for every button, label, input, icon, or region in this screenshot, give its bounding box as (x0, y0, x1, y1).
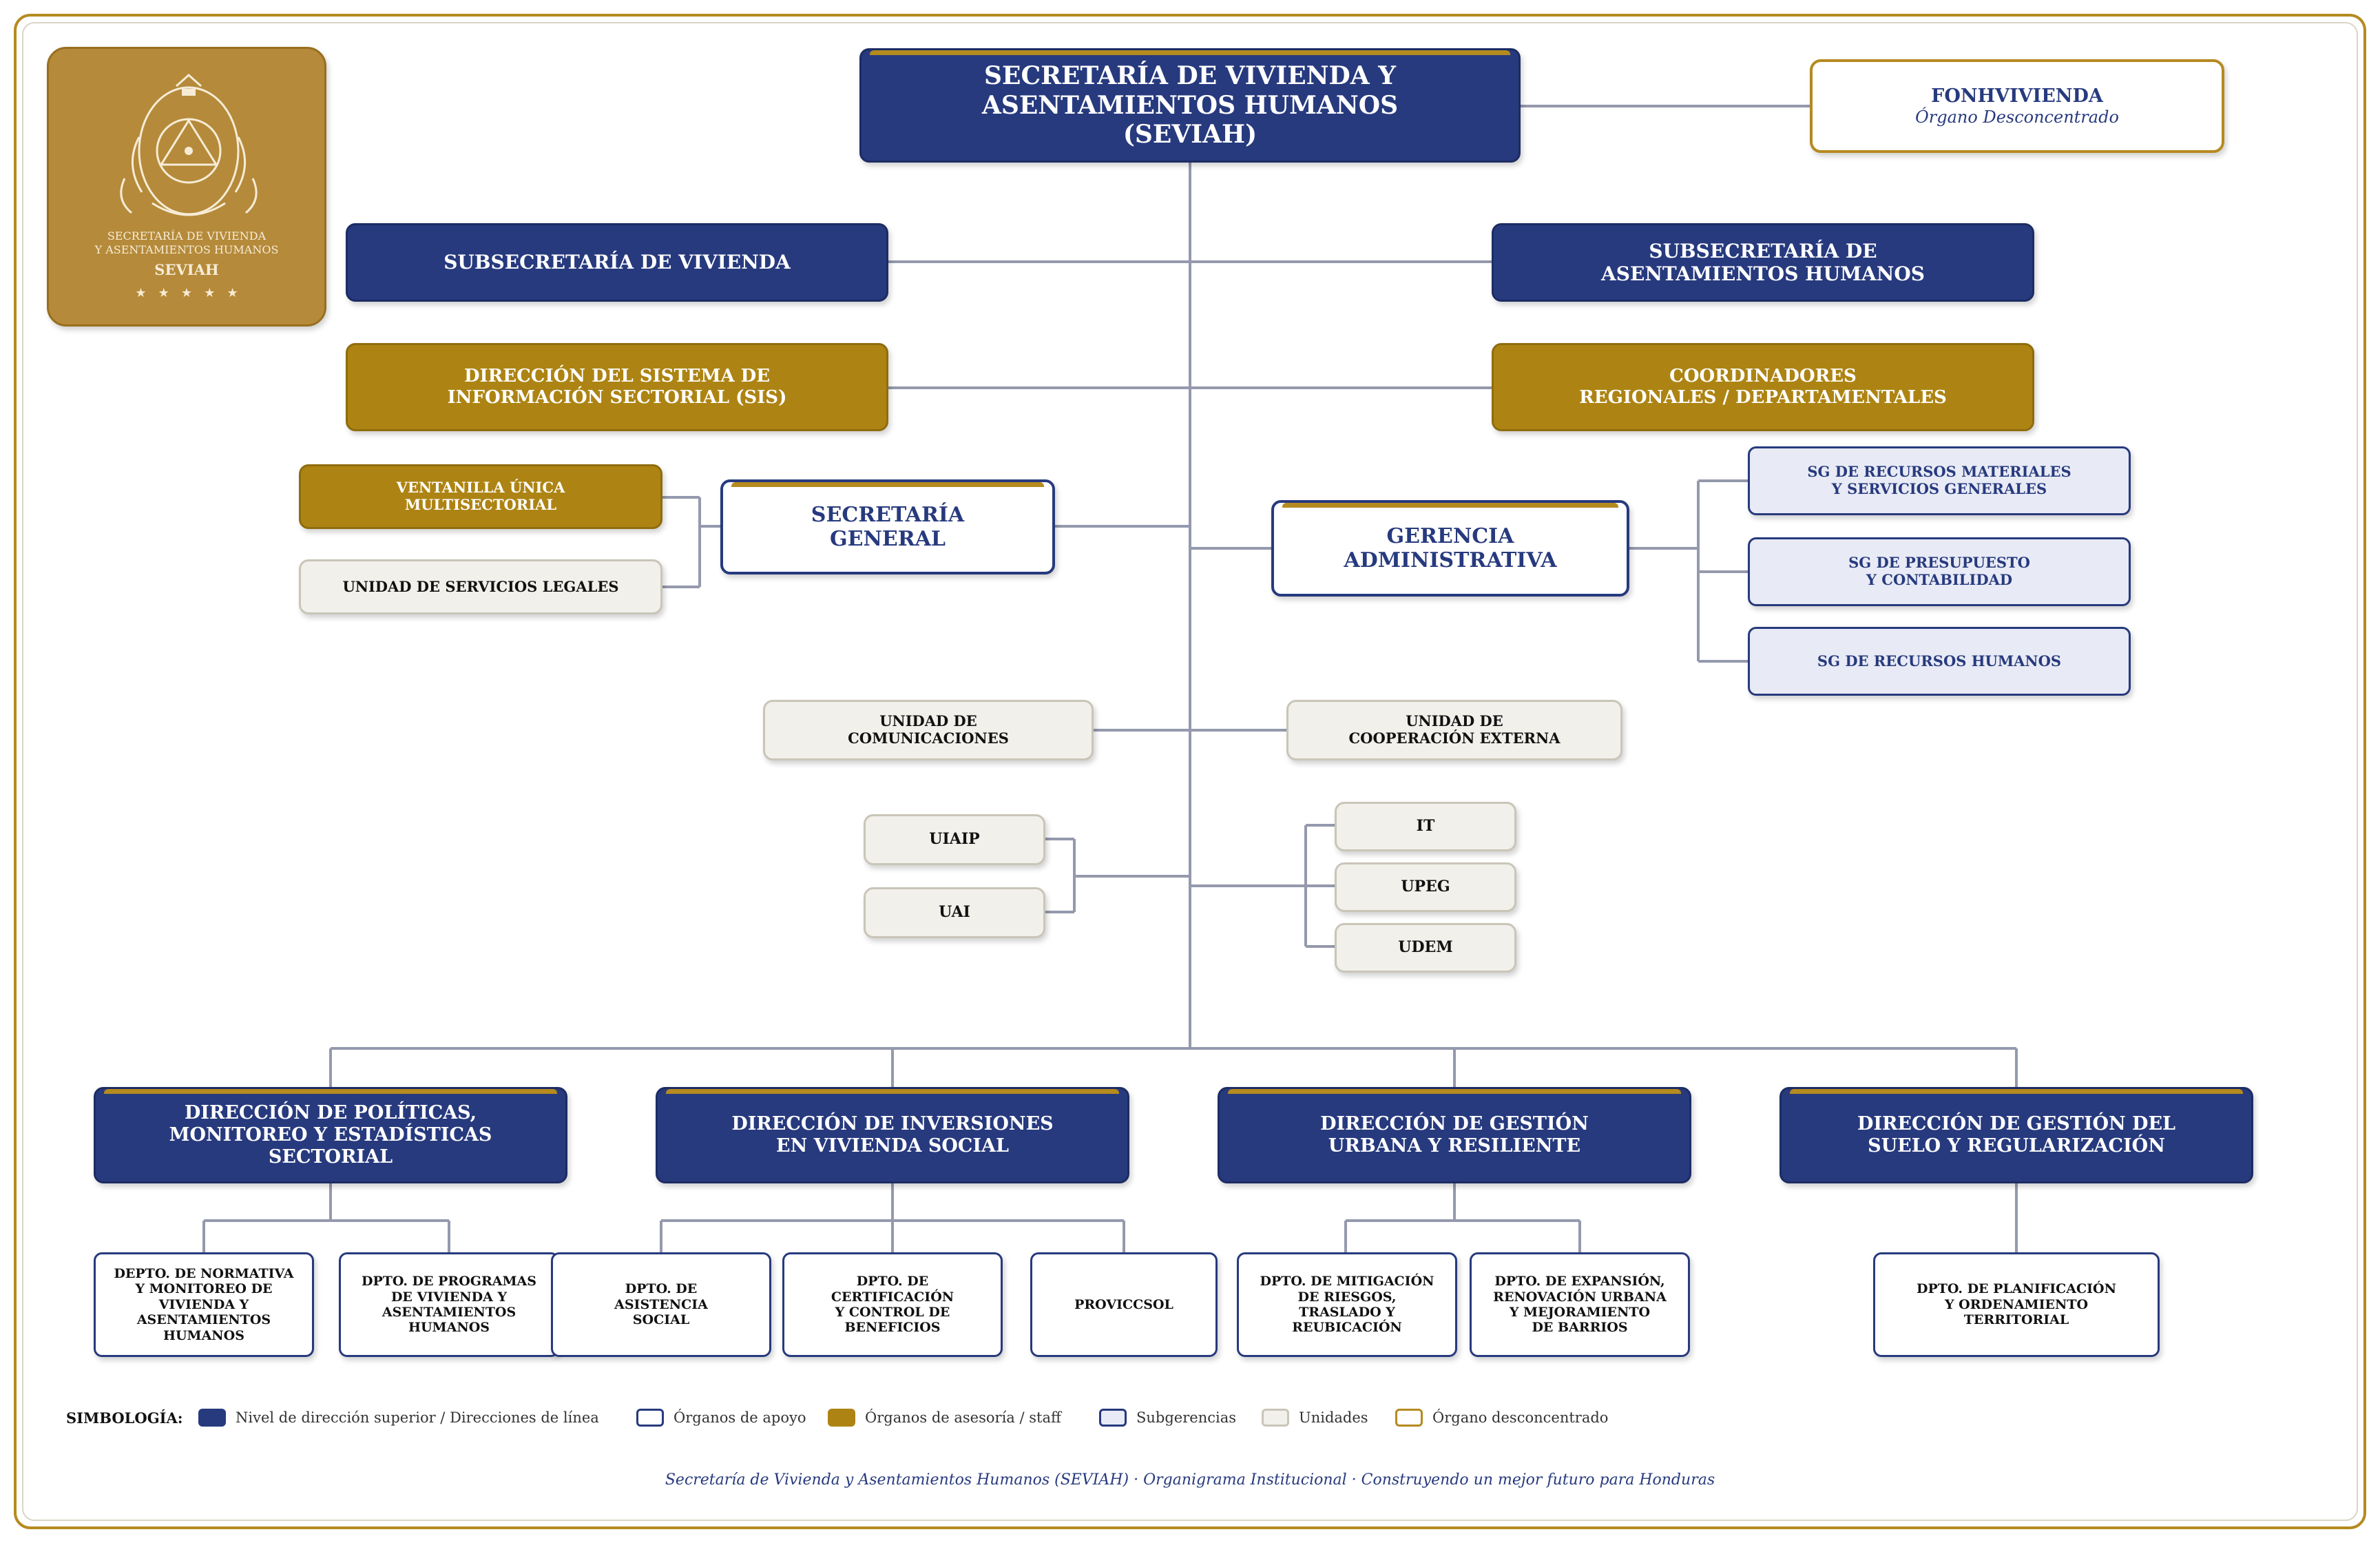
udem-label: UDEM (1398, 938, 1453, 957)
fonhvivienda-name: FONHVIVIENDA (1931, 85, 2103, 107)
it-label: IT (1416, 817, 1435, 836)
inner-frame (22, 22, 2358, 1521)
upeg-label: UPEG (1401, 878, 1450, 896)
department-label: DPTO. DE PROGRAMAS DE VIVIENDA Y ASENTAM… (361, 1274, 537, 1336)
subgerencia-label: SG DE RECURSOS HUMANOS (1817, 652, 2062, 670)
logo-line-2: Y ASENTAMIENTOS HUMANOS (94, 243, 279, 256)
legend-item: Órgano desconcentrado (1395, 1405, 1608, 1430)
coordinadores-box[interactable]: COORDINADORES REGIONALES / DEPARTAMENTAL… (1492, 343, 2034, 431)
outer-frame (14, 14, 2366, 1529)
it-box[interactable]: IT (1335, 802, 1516, 851)
coordinadores-label: COORDINADORES REGIONALES / DEPARTAMENTAL… (1579, 366, 1947, 408)
department-box[interactable]: DPTO. DE EXPANSIÓN, RENOVACIÓN URBANA Y … (1470, 1252, 1690, 1357)
legend-item: Unidades (1262, 1405, 1368, 1430)
legend-item-label: Subgerencias (1136, 1409, 1236, 1426)
department-label: DPTO. DE EXPANSIÓN, RENOVACIÓN URBANA Y … (1493, 1274, 1667, 1336)
direction-box[interactable]: DIRECCIÓN DE GESTIÓN URBANA Y RESILIENTE (1218, 1087, 1691, 1183)
department-box[interactable]: DPTO. DE PLANIFICACIÓN Y ORDENAMIENTO TE… (1873, 1252, 2160, 1357)
logo-acronym: SEVIAH (154, 261, 219, 278)
subsecretaria-asentamientos-box[interactable]: SUBSECRETARÍA DE ASENTAMIENTOS HUMANOS (1492, 223, 2034, 302)
comunicaciones-box[interactable]: UNIDAD DE COMUNICACIONES (763, 700, 1094, 760)
coat-of-arms-icon (120, 73, 258, 216)
fonhvivienda-subtitle: Órgano Desconcentrado (1915, 107, 2119, 127)
direction-label: DIRECCIÓN DE GESTIÓN URBANA Y RESILIENTE (1320, 1113, 1589, 1157)
subsecretaria-asentamientos-label: SUBSECRETARÍA DE ASENTAMIENTOS HUMANOS (1601, 239, 1925, 285)
seviah-title: SECRETARÍA DE VIVIENDA Y ASENTAMIENTOS H… (981, 61, 1399, 149)
subgerencia-item[interactable]: SG DE PRESUPUESTO Y CONTABILIDAD (1748, 537, 2131, 606)
footer-caption: Secretaría de Vivienda y Asentamientos H… (665, 1471, 1715, 1489)
direction-box[interactable]: DIRECCIÓN DE INVERSIONES EN VIVIENDA SOC… (656, 1087, 1129, 1183)
seviah-logo: SECRETARÍA DE VIVIENDA Y ASENTAMIENTOS H… (47, 47, 326, 327)
uiaip-box[interactable]: UIAIP (864, 814, 1045, 865)
cooperacion-externa-box[interactable]: UNIDAD DE COOPERACIÓN EXTERNA (1286, 700, 1622, 760)
cooperacion-externa-label: UNIDAD DE COOPERACIÓN EXTERNA (1348, 712, 1560, 747)
uai-label: UAI (939, 903, 970, 922)
sis-direction-box[interactable]: DIRECCIÓN DEL SISTEMA DE INFORMACIÓN SEC… (346, 343, 888, 431)
department-label: PROVICCSOL (1074, 1296, 1173, 1312)
legend-title: SIMBOLOGÍA: (66, 1405, 183, 1430)
legend-swatch-navy (198, 1409, 226, 1427)
subgerencia-item[interactable]: SG DE RECURSOS HUMANOS (1748, 627, 2131, 696)
department-label: DPTO. DE ASISTENCIA SOCIAL (614, 1281, 708, 1328)
seviah-top-box[interactable]: SECRETARÍA DE VIVIENDA Y ASENTAMIENTOS H… (859, 48, 1521, 163)
fonhvivienda-box[interactable]: FONHVIVIENDA Órgano Desconcentrado (1810, 59, 2224, 153)
direction-box[interactable]: DIRECCIÓN DE GESTIÓN DEL SUELO Y REGULAR… (1779, 1087, 2253, 1183)
legend-item-label: Órganos de asesoría / staff (865, 1409, 1061, 1426)
servicios-legales-box[interactable]: UNIDAD DE SERVICIOS LEGALES (299, 559, 662, 614)
secretaria-general-box[interactable]: SECRETARÍA GENERAL (720, 479, 1055, 574)
legend-swatch-unit (1262, 1409, 1289, 1427)
legend-title-label: SIMBOLOGÍA: (66, 1409, 183, 1427)
secretaria-general-label: SECRETARÍA GENERAL (811, 502, 965, 551)
subsecretaria-vivienda-label: SUBSECRETARÍA DE VIVIENDA (443, 251, 791, 274)
gerencia-administrativa-label: GERENCIA ADMINISTRATIVA (1344, 524, 1557, 572)
logo-line-1: SECRETARÍA DE VIVIENDA (107, 229, 267, 242)
upeg-box[interactable]: UPEG (1335, 862, 1516, 912)
servicios-legales-label: UNIDAD DE SERVICIOS LEGALES (342, 577, 619, 595)
direction-label: DIRECCIÓN DE POLÍTICAS, MONITOREO Y ESTA… (169, 1102, 492, 1168)
sis-direction-label: DIRECCIÓN DEL SISTEMA DE INFORMACIÓN SEC… (447, 366, 787, 408)
legend-swatch-gold (828, 1409, 855, 1427)
legend-item: Órganos de asesoría / staff (828, 1405, 1061, 1430)
subgerencia-item[interactable]: SG DE RECURSOS MATERIALES Y SERVICIOS GE… (1748, 446, 2131, 515)
logo-stars: ★ ★ ★ ★ ★ (135, 286, 238, 301)
department-box[interactable]: PROVICCSOL (1030, 1252, 1218, 1357)
legend-item: Órganos de apoyo (636, 1405, 806, 1430)
department-label: DEPTO. DE NORMATIVA Y MONITOREO DE VIVIE… (114, 1265, 294, 1343)
direction-label: DIRECCIÓN DE INVERSIONES EN VIVIENDA SOC… (731, 1113, 1054, 1157)
direction-label: DIRECCIÓN DE GESTIÓN DEL SUELO Y REGULAR… (1857, 1113, 2176, 1157)
department-box[interactable]: DPTO. DE ASISTENCIA SOCIAL (551, 1252, 771, 1357)
legend-item-label: Unidades (1299, 1409, 1368, 1426)
legend-swatch-subgerencia (1099, 1409, 1127, 1427)
department-label: DPTO. DE PLANIFICACIÓN Y ORDENAMIENTO TE… (1917, 1281, 2116, 1328)
legend-swatch-support (636, 1409, 664, 1427)
legend-item: Nivel de dirección superior / Direccione… (198, 1405, 599, 1430)
department-label: DPTO. DE CERTIFICACIÓN Y CONTROL DE BENE… (831, 1274, 954, 1336)
legend-swatch-deconcentrated (1395, 1409, 1423, 1427)
subsecretaria-vivienda-box[interactable]: SUBSECRETARÍA DE VIVIENDA (346, 223, 888, 302)
legend-item-label: Órganos de apoyo (674, 1409, 806, 1426)
direction-box[interactable]: DIRECCIÓN DE POLÍTICAS, MONITOREO Y ESTA… (94, 1087, 567, 1183)
department-box[interactable]: DPTO. DE PROGRAMAS DE VIVIENDA Y ASENTAM… (339, 1252, 559, 1357)
department-box[interactable]: DEPTO. DE NORMATIVA Y MONITOREO DE VIVIE… (94, 1252, 314, 1357)
subgerencia-label: SG DE RECURSOS MATERIALES Y SERVICIOS GE… (1807, 463, 2071, 497)
udem-box[interactable]: UDEM (1335, 923, 1516, 973)
department-box[interactable]: DPTO. DE CERTIFICACIÓN Y CONTROL DE BENE… (782, 1252, 1003, 1357)
gerencia-administrativa-box[interactable]: GERENCIA ADMINISTRATIVA (1271, 500, 1629, 597)
uiaip-label: UIAIP (929, 830, 980, 849)
ventanilla-unica-label: VENTANILLA ÚNICA MULTISECTORIAL (396, 479, 565, 513)
legend-item-label: Órgano desconcentrado (1432, 1409, 1609, 1426)
legend-item-label: Nivel de dirección superior / Direccione… (236, 1409, 599, 1426)
department-box[interactable]: DPTO. DE MITIGACIÓN DE RIESGOS, TRASLADO… (1237, 1252, 1457, 1357)
legend-item: Subgerencias (1099, 1405, 1236, 1430)
comunicaciones-label: UNIDAD DE COMUNICACIONES (848, 712, 1009, 747)
department-label: DPTO. DE MITIGACIÓN DE RIESGOS, TRASLADO… (1260, 1274, 1434, 1336)
uai-box[interactable]: UAI (864, 887, 1045, 938)
ventanilla-unica-box[interactable]: VENTANILLA ÚNICA MULTISECTORIAL (299, 464, 662, 529)
subgerencia-label: SG DE PRESUPUESTO Y CONTABILIDAD (1848, 554, 2030, 588)
